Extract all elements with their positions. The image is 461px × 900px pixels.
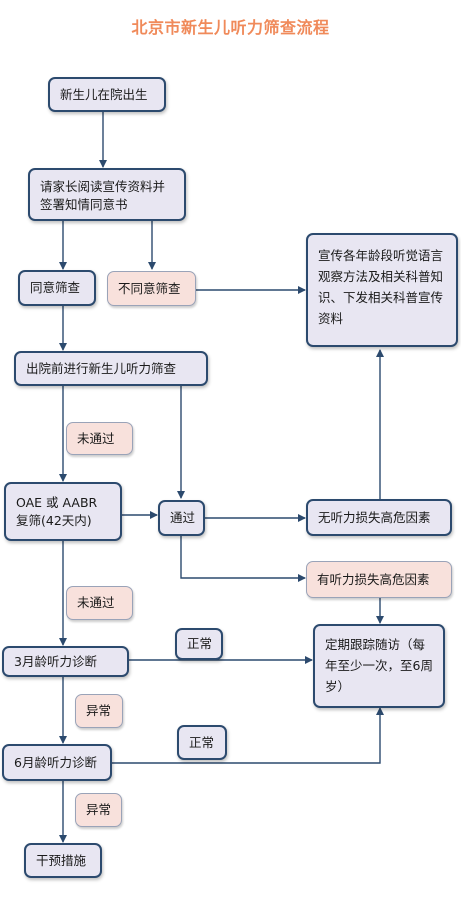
arrow-pass-hasrisk [180, 536, 306, 582]
label-abnormal-2: 异常 [75, 793, 122, 827]
label-not-passed-1: 未通过 [66, 422, 133, 455]
node-agree-screening: 同意筛查 [18, 270, 96, 306]
node-no-risk-factors: 无听力损失高危因素 [306, 499, 452, 536]
node-follow-up: 定期跟踪随访（每年至少一次，至6周岁） [313, 624, 445, 708]
node-hearing-screening: 出院前进行新生儿听力筛查 [14, 351, 208, 386]
arrow-diag6m-followup [112, 707, 384, 764]
label-abnormal-1: 异常 [75, 694, 123, 728]
node-intervention: 干预措施 [24, 843, 102, 878]
node-disagree-screening: 不同意筛查 [107, 271, 196, 306]
node-publicity: 宣传各年龄段听觉语言观察方法及相关科普知识、下发相关科普宣传资料 [306, 233, 458, 347]
node-consent: 请家长阅读宣传资料并签署知情同意书 [28, 168, 186, 221]
node-has-risk-factors: 有听力损失高危因素 [306, 561, 452, 598]
node-passed: 通过 [158, 500, 205, 536]
label-normal-1: 正常 [175, 628, 223, 660]
label-not-passed-2: 未通过 [66, 586, 133, 620]
label-normal-2: 正常 [177, 725, 227, 760]
node-newborn-birth: 新生儿在院出生 [48, 77, 166, 112]
node-rescreening: OAE 或 AABR 复筛(42天内) [4, 482, 122, 541]
page-title: 北京市新生儿听力筛查流程 [131, 18, 330, 37]
node-3-month-diagnosis: 3月龄听力诊断 [2, 646, 129, 677]
node-6-month-diagnosis: 6月龄听力诊断 [2, 744, 112, 781]
